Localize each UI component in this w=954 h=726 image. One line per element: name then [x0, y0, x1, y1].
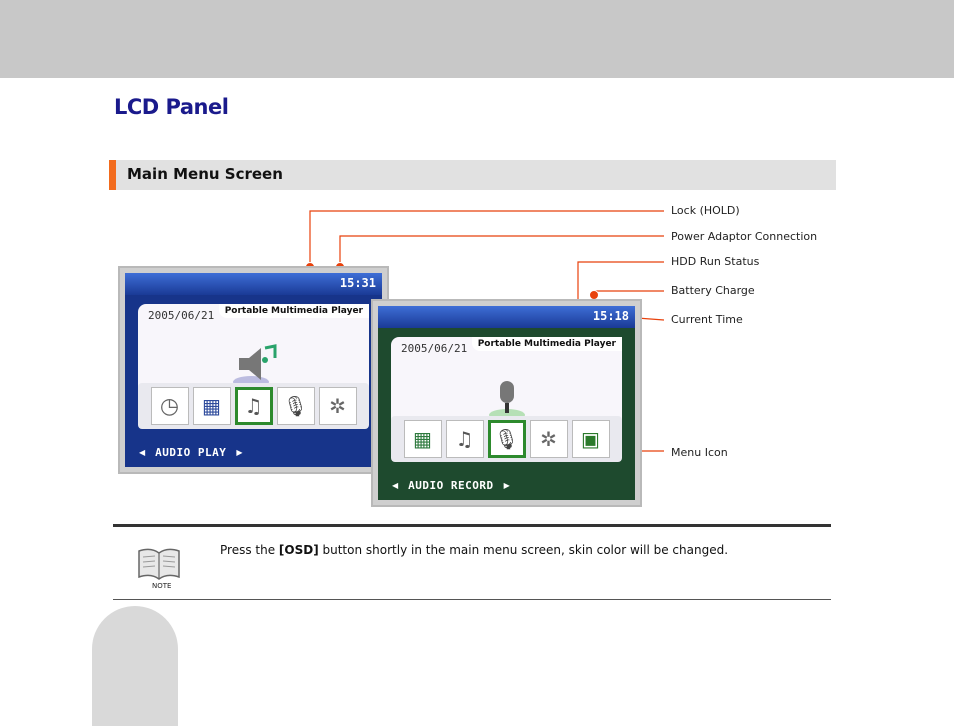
lcd-screen-blue: 15:31 2005/06/21 Portable Multimedia Pla…: [118, 266, 389, 474]
player-subtitle: Portable Multimedia Player: [218, 304, 369, 318]
lcd-screen-green: 15:18 2005/06/21 Portable Multimedia Pla…: [371, 299, 642, 507]
callout-menu-icon: Menu Icon: [671, 446, 728, 459]
section-header: Main Menu Screen: [109, 160, 836, 190]
current-time: 15:31: [339, 276, 376, 290]
osd-key: [OSD]: [278, 543, 319, 557]
callout-hdd: HDD Run Status: [671, 255, 760, 268]
callout-lock: Lock (HOLD): [671, 204, 740, 217]
clock-icon[interactable]: ◷: [150, 387, 189, 425]
date: 2005/06/21: [401, 342, 468, 355]
note-divider-bottom: [113, 599, 831, 600]
movie-clapper-icon[interactable]: ▣: [571, 420, 610, 458]
callout-battery: Battery Charge: [671, 284, 755, 297]
status-bar: 15:31: [125, 273, 382, 295]
page-title: LCD Panel: [114, 95, 229, 119]
note-prefix: Press the: [220, 543, 279, 557]
status-bar: 15:18: [378, 306, 635, 328]
callout-time: Current Time: [671, 313, 743, 326]
note-label: NOTE: [152, 582, 172, 590]
top-banner: [0, 0, 954, 78]
right-arrow-icon[interactable]: ▶: [236, 447, 243, 457]
callout-power: Power Adaptor Connection: [671, 230, 818, 243]
right-arrow-icon[interactable]: ▶: [503, 480, 510, 490]
microphone-icon[interactable]: 🎙: [276, 387, 315, 425]
mode-bar: ◀ AUDIO RECORD ▶: [378, 476, 542, 494]
mode-label: AUDIO RECORD: [408, 478, 494, 492]
left-arrow-icon[interactable]: ◀: [392, 480, 399, 490]
note-book-icon: [138, 548, 180, 580]
note-suffix: button shortly in the main menu screen, …: [318, 543, 729, 557]
player-subtitle: Portable Multimedia Player: [471, 337, 622, 351]
fan-icon[interactable]: ✲: [529, 420, 568, 458]
section-title: Main Menu Screen: [127, 165, 283, 183]
menu-icon-row[interactable]: ◷ ▦ ♫ 🎙 ✲: [138, 383, 369, 429]
current-time: 15:18: [592, 309, 629, 323]
audio-play-icon[interactable]: ♫: [234, 387, 273, 425]
note-divider-top: [113, 524, 831, 527]
audio-play-icon[interactable]: ♫: [445, 420, 484, 458]
mode-label: AUDIO PLAY: [155, 445, 227, 459]
microphone-icon[interactable]: 🎙: [487, 420, 526, 458]
fan-icon[interactable]: ✲: [318, 387, 357, 425]
radio-icon[interactable]: ▦: [403, 420, 442, 458]
menu-icon-row[interactable]: ▦ ♫ 🎙 ✲ ▣: [391, 416, 622, 462]
mode-bar: ◀ AUDIO PLAY ▶: [125, 443, 289, 461]
date: 2005/06/21: [148, 309, 215, 322]
section-accent-bar: [109, 160, 116, 190]
note-text: Press the [OSD] button shortly in the ma…: [220, 543, 728, 557]
radio-icon[interactable]: ▦: [192, 387, 231, 425]
left-arrow-icon[interactable]: ◀: [139, 447, 146, 457]
